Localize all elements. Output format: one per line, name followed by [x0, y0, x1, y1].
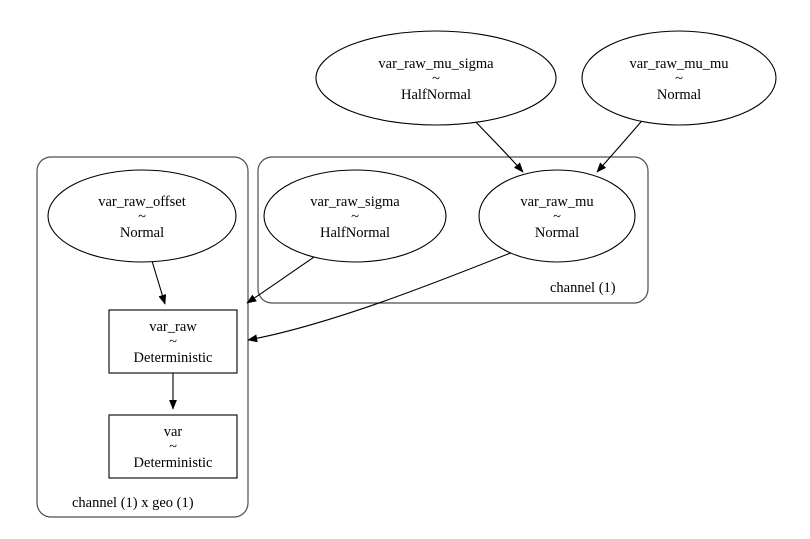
node-var-raw-mu-mu[interactable]	[581, 30, 777, 126]
edge-var-raw-mu-to-var-raw	[247, 251, 514, 343]
node-var-raw-mu-sigma[interactable]	[315, 30, 557, 126]
node-var[interactable]	[108, 414, 238, 479]
nodes-layer	[47, 30, 777, 479]
node-var-raw-mu[interactable]	[478, 169, 636, 263]
edge-var-raw-offset-to-var-raw	[151, 260, 167, 305]
node-var-raw-offset[interactable]	[47, 169, 237, 263]
edges-layer	[151, 115, 647, 410]
node-var-raw-sigma[interactable]	[263, 169, 447, 263]
plate-channel-rect	[257, 156, 649, 304]
edge-var-raw-mu-sigma-to-var-raw-mu	[472, 118, 524, 173]
edge-var-raw-mu-mu-to-var-raw-mu	[596, 115, 647, 173]
node-var-raw[interactable]	[108, 309, 238, 374]
edge-var-raw-sigma-to-var-raw	[246, 252, 321, 304]
